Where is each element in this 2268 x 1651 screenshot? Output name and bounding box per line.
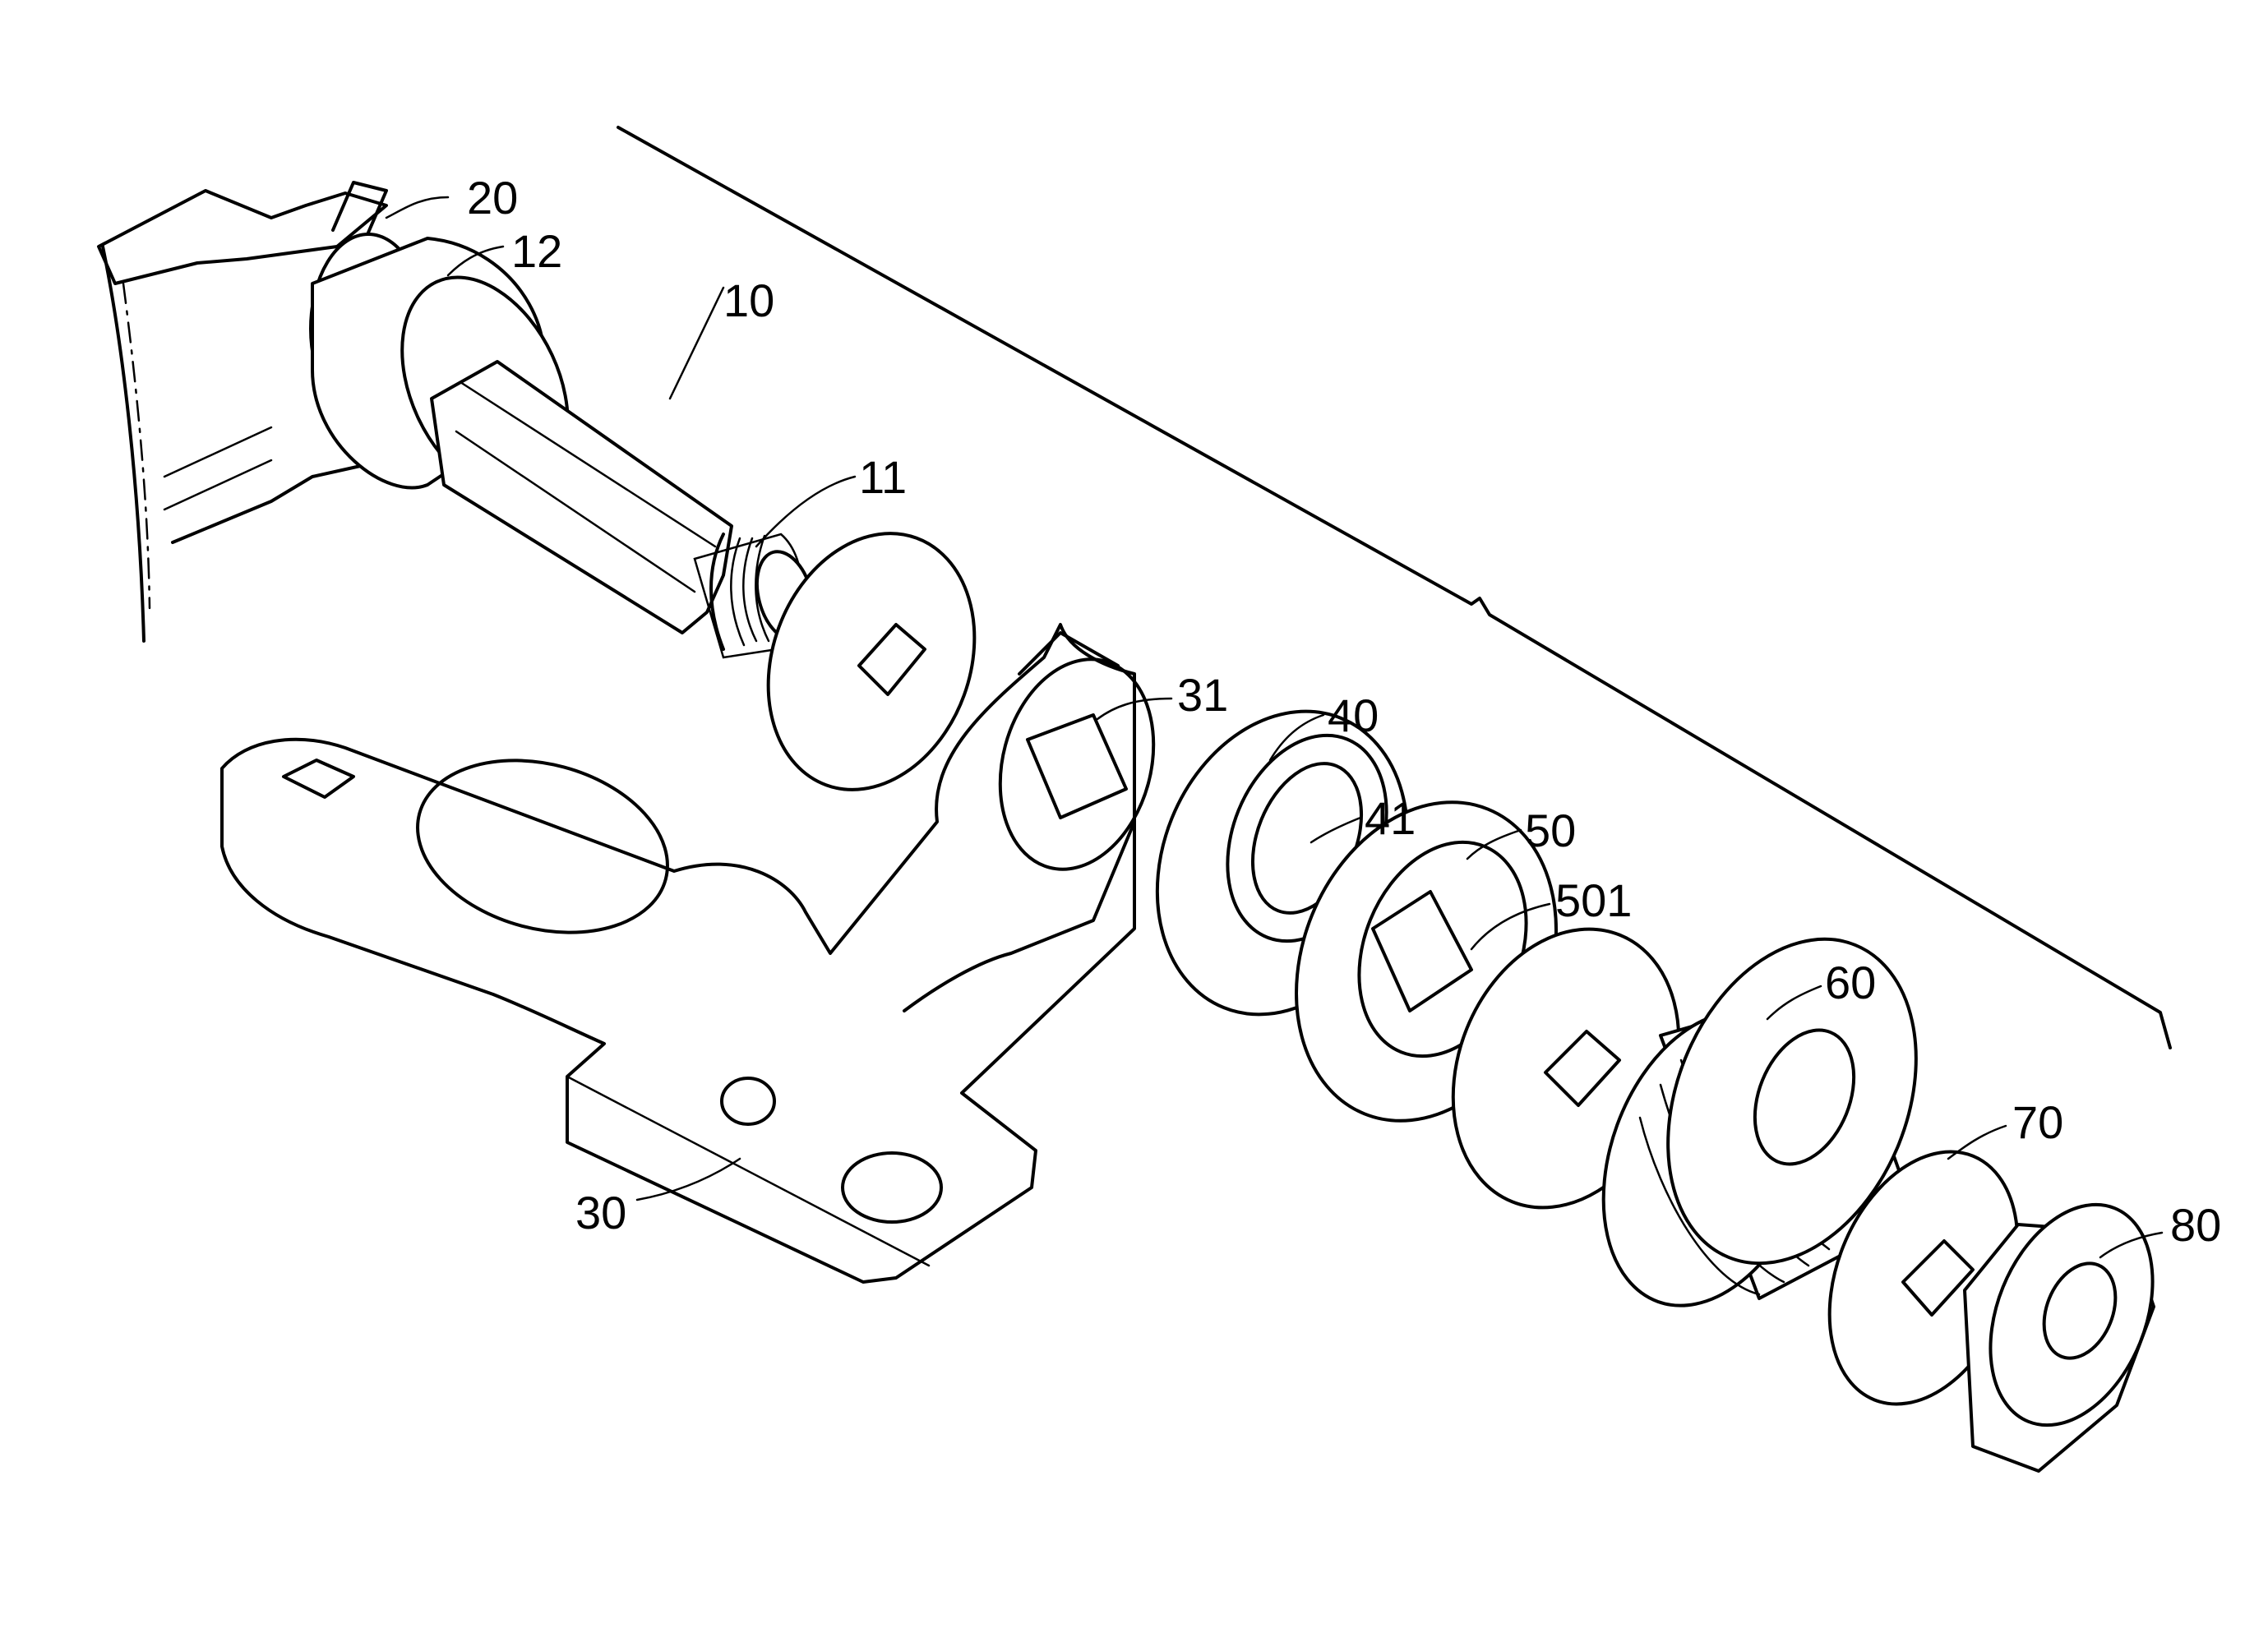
ref-label-80: 80 xyxy=(2170,1199,2221,1251)
ref-label-60: 60 xyxy=(1825,957,1876,1008)
ref-label-41: 41 xyxy=(1365,792,1416,844)
ref-label-31: 31 xyxy=(1177,669,1228,721)
ref-label-12: 12 xyxy=(511,225,562,277)
ref-label-11: 11 xyxy=(859,451,907,503)
ref-label-70: 70 xyxy=(2012,1096,2063,1148)
ref-label-40: 40 xyxy=(1328,689,1379,741)
bracket-part-30 xyxy=(222,625,1176,1282)
ref-label-30: 30 xyxy=(575,1187,626,1238)
ref-label-20: 20 xyxy=(467,172,518,224)
leader-20 xyxy=(386,197,448,218)
ref-label-50: 50 xyxy=(1525,805,1576,856)
leader-10 xyxy=(670,288,723,399)
ref-label-10: 10 xyxy=(723,274,774,326)
ref-label-501: 501 xyxy=(1555,874,1632,926)
